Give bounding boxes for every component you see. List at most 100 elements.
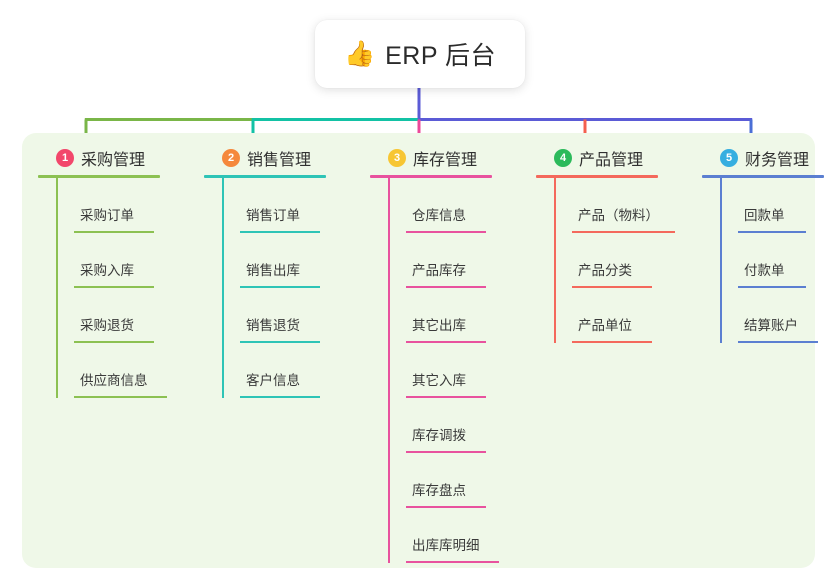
list-item-label: 销售出库 [246,263,300,278]
list-item-underline [572,341,652,343]
column-title-5: 财务管理 [745,152,810,169]
list-item-label: 采购订单 [80,208,134,223]
list-item-label: 库存盘点 [412,483,466,498]
column-3: 3 库存管理仓库信息产品库存其它出库其它入库库存调拨库存盘点出库库明细 [370,146,520,563]
list-item-underline [240,396,320,398]
column-badge-4: 4 [554,149,572,167]
column-4: 4 产品管理产品（物料） 产品分类产品单位 [536,146,686,343]
root-node[interactable]: 👍 ERP 后台 [315,20,525,88]
list-item[interactable]: 付款单 [720,233,839,288]
list-item-underline [74,286,154,288]
list-item-label: 仓库信息 [412,208,466,223]
column-header-3[interactable]: 3 库存管理 [370,146,520,170]
list-item-label: 出库库明细 [412,538,480,553]
column-items-1: 采购订单采购入库采购退货供应商信息 [38,178,188,398]
list-item[interactable]: 产品（物料） [554,178,686,233]
list-item[interactable]: 销售退货 [222,288,354,343]
column-header-5[interactable]: 5 财务管理 [702,146,839,170]
list-item-underline [240,231,320,233]
column-5: 5 财务管理回款单付款单结算账户 [702,146,839,343]
list-item-underline [738,341,818,343]
thumbs-up-icon: 👍 [343,39,376,68]
list-item-label: 回款单 [744,208,785,223]
column-header-1[interactable]: 1 采购管理 [38,146,188,170]
list-item[interactable]: 产品库存 [388,233,520,288]
column-header-2[interactable]: 2 销售管理 [204,146,354,170]
list-item[interactable]: 客户信息 [222,343,354,398]
list-item-label: 库存调拨 [412,428,466,443]
list-item[interactable]: 销售订单 [222,178,354,233]
list-item-label: 其它出库 [412,318,466,333]
list-item-underline [74,341,154,343]
column-items-4: 产品（物料） 产品分类产品单位 [536,178,686,343]
list-item[interactable]: 仓库信息 [388,178,520,233]
column-header-4[interactable]: 4 产品管理 [536,146,686,170]
list-item-underline [738,231,806,233]
list-item-label: 结算账户 [744,318,798,333]
list-item-underline [406,341,486,343]
list-item-underline [74,396,167,398]
list-item[interactable]: 采购订单 [56,178,188,233]
list-item-label: 供应商信息 [80,373,148,388]
list-item[interactable]: 产品分类 [554,233,686,288]
list-item-underline [240,341,320,343]
column-badge-1: 1 [56,149,74,167]
list-item-underline [572,231,675,233]
column-1: 1 采购管理采购订单采购入库采购退货供应商信息 [38,146,188,398]
list-item-label: 产品库存 [412,263,466,278]
list-item[interactable]: 其它入库 [388,343,520,398]
column-title-4: 产品管理 [579,152,644,169]
list-item-label: 采购退货 [80,318,134,333]
list-item-label: 产品（物料） [578,208,659,223]
column-items-5: 回款单付款单结算账户 [702,178,839,343]
list-item-underline [406,396,486,398]
column-underline-5 [702,175,824,178]
column-spine-4 [554,178,556,343]
list-item-underline [74,231,154,233]
list-item[interactable]: 供应商信息 [56,343,188,398]
column-underline-3 [370,175,492,178]
column-spine-3 [388,178,390,563]
list-item-underline [240,286,320,288]
column-title-2: 销售管理 [247,152,312,169]
list-item[interactable]: 产品单位 [554,288,686,343]
column-badge-3: 3 [388,149,406,167]
list-item[interactable]: 销售出库 [222,233,354,288]
list-item-label: 采购入库 [80,263,134,278]
list-item[interactable]: 库存盘点 [388,453,520,508]
column-title-1: 采购管理 [81,152,146,169]
list-item-underline [738,286,806,288]
column-spine-2 [222,178,224,398]
column-items-2: 销售订单销售出库销售退货客户信息 [204,178,354,398]
list-item-label: 销售退货 [246,318,300,333]
list-item-label: 客户信息 [246,373,300,388]
list-item-label: 产品单位 [578,318,632,333]
list-item-underline [572,286,652,288]
column-underline-4 [536,175,658,178]
list-item-underline [406,286,486,288]
list-item[interactable]: 采购入库 [56,233,188,288]
column-title-3: 库存管理 [413,152,478,169]
list-item-label: 付款单 [744,263,785,278]
list-item-label: 其它入库 [412,373,466,388]
column-spine-5 [720,178,722,343]
column-underline-2 [204,175,326,178]
list-item-underline [406,231,486,233]
list-item-label: 销售订单 [246,208,300,223]
column-spine-1 [56,178,58,398]
column-badge-2: 2 [222,149,240,167]
list-item-label: 产品分类 [578,263,632,278]
list-item[interactable]: 结算账户 [720,288,839,343]
list-item[interactable]: 库存调拨 [388,398,520,453]
list-item-underline [406,451,486,453]
list-item[interactable]: 采购退货 [56,288,188,343]
root-title: ERP 后台 [385,42,497,70]
list-item[interactable]: 回款单 [720,178,839,233]
list-item[interactable]: 出库库明细 [388,508,520,563]
column-badge-5: 5 [720,149,738,167]
column-items-3: 仓库信息产品库存其它出库其它入库库存调拨库存盘点出库库明细 [370,178,520,563]
column-underline-1 [38,175,160,178]
list-item-underline [406,561,499,563]
list-item[interactable]: 其它出库 [388,288,520,343]
diagram-panel [22,133,815,568]
